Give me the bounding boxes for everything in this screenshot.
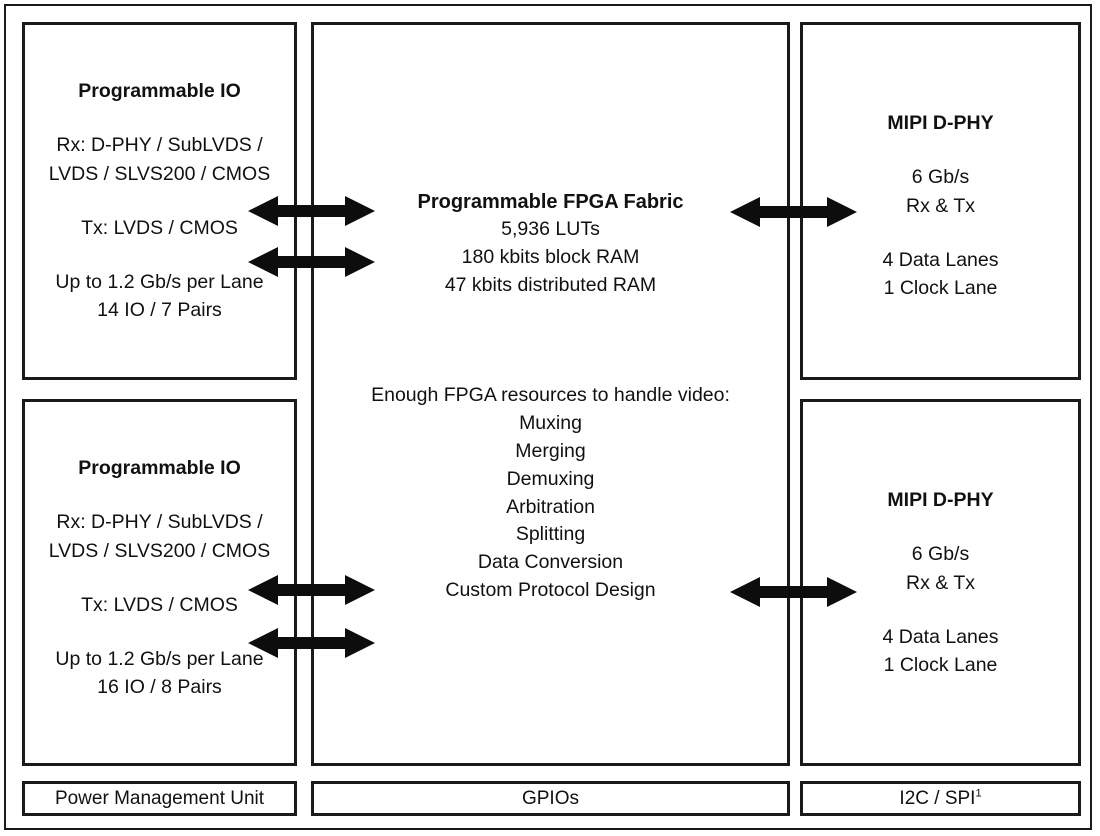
bar-label-gpios: GPIOs (521, 787, 579, 809)
arrow-left-bottom-upper (248, 573, 375, 607)
bar-label-i2c-spi-footnote: 1 (975, 787, 982, 800)
bar-gpios: GPIOs (311, 781, 790, 816)
resources-heading: Enough FPGA resources to handle video: (371, 384, 730, 406)
block-mipi-dphy-top: MIPI D-PHY 6 Gb/s Rx & Tx 4 Data Lanes 1… (800, 22, 1081, 380)
arrow-left-top-lower (248, 245, 375, 279)
block-title-mipi-dphy-bottom: MIPI D-PHY (887, 489, 994, 511)
resource-item: Custom Protocol Design (445, 579, 656, 602)
left-top-io-pairs: 14 IO / 7 Pairs (97, 299, 222, 322)
right-top-rate: 6 Gb/s (911, 166, 970, 189)
left-bottom-io-pairs: 16 IO / 8 Pairs (97, 676, 222, 699)
block-title-mipi-dphy-top: MIPI D-PHY (887, 112, 994, 134)
left-bottom-rx-line2: LVDS / SLVS200 / CMOS (48, 539, 271, 562)
arrow-right-bottom (730, 575, 857, 609)
bar-label-i2c-spi: I2C / SPI1 (899, 788, 981, 810)
block-programmable-io-top: Programmable IO Rx: D-PHY / SubLVDS / LV… (22, 22, 297, 380)
resource-item: Arbitration (506, 495, 595, 518)
right-bottom-clock-lane: 1 Clock Lane (883, 654, 998, 677)
arrow-left-bottom-lower (248, 626, 375, 660)
left-top-rx-line2: LVDS / SLVS200 / CMOS (48, 162, 271, 185)
arrow-right-top (730, 195, 857, 229)
fabric-block-ram: 180 kbits block RAM (461, 246, 640, 269)
resource-item: Data Conversion (477, 551, 624, 574)
left-top-rate: Up to 1.2 Gb/s per Lane (55, 271, 264, 294)
left-bottom-rx-line1: Rx: D-PHY / SubLVDS / (56, 511, 263, 534)
left-bottom-tx: Tx: LVDS / CMOS (81, 593, 238, 616)
right-top-clock-lane: 1 Clock Lane (883, 277, 998, 300)
block-title-programmable-io-top: Programmable IO (78, 80, 241, 102)
bar-label-power-management-unit: Power Management Unit (54, 787, 265, 809)
right-top-direction: Rx & Tx (906, 194, 975, 217)
fabric-distributed-ram: 47 kbits distributed RAM (444, 273, 657, 296)
arrow-left-top-upper (248, 194, 375, 228)
bar-label-i2c-spi-text: I2C / SPI (899, 787, 976, 809)
resource-item: Splitting (515, 523, 586, 546)
block-programmable-io-bottom: Programmable IO Rx: D-PHY / SubLVDS / LV… (22, 399, 297, 766)
resource-item: Merging (515, 439, 586, 462)
bar-i2c-spi: I2C / SPI1 (800, 781, 1081, 816)
right-bottom-rate: 6 Gb/s (911, 543, 970, 566)
fabric-luts: 5,936 LUTs (501, 218, 600, 241)
right-top-data-lanes: 4 Data Lanes (882, 248, 999, 271)
bar-power-management-unit: Power Management Unit (22, 781, 297, 816)
block-title-programmable-io-bottom: Programmable IO (78, 457, 241, 479)
block-fpga-fabric: Programmable FPGA Fabric 5,936 LUTs 180 … (311, 22, 790, 766)
block-mipi-dphy-bottom: MIPI D-PHY 6 Gb/s Rx & Tx 4 Data Lanes 1… (800, 399, 1081, 766)
resource-item: Muxing (519, 411, 582, 434)
left-top-rx-line1: Rx: D-PHY / SubLVDS / (56, 134, 263, 157)
right-bottom-data-lanes: 4 Data Lanes (882, 625, 999, 648)
right-bottom-direction: Rx & Tx (906, 571, 975, 594)
left-top-tx: Tx: LVDS / CMOS (81, 216, 238, 239)
block-title-fpga-fabric: Programmable FPGA Fabric (417, 191, 684, 213)
left-bottom-rate: Up to 1.2 Gb/s per Lane (55, 648, 264, 671)
resource-item: Demuxing (506, 467, 595, 490)
